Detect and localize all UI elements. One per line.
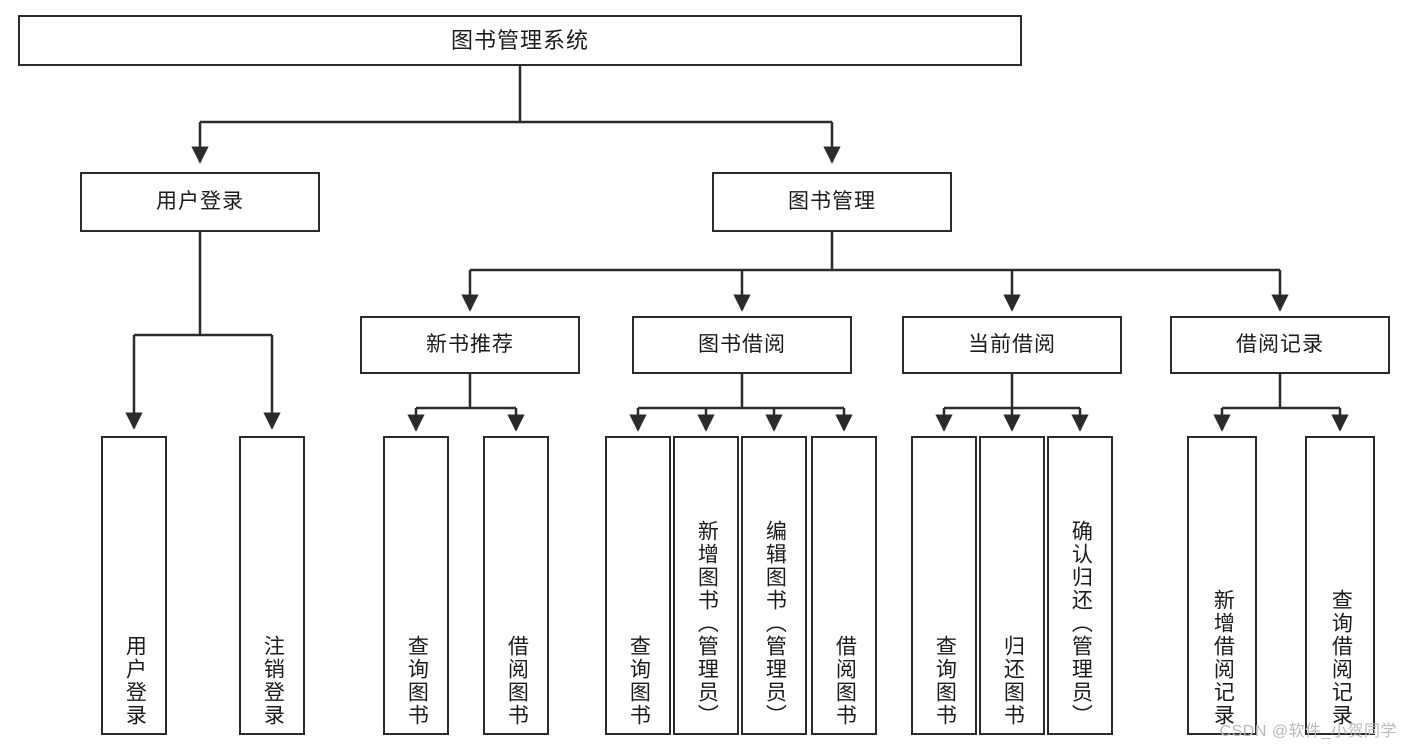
node-label: 借阅图书 <box>505 635 529 727</box>
node-label: 新增借阅记录 <box>1211 589 1235 727</box>
node-root-system[interactable]: 图书管理系统 <box>18 15 1022 66</box>
leaf-borrow-edit-book-admin[interactable]: 编辑图书（管理员） <box>741 436 807 735</box>
leaf-current-query-book[interactable]: 查询图书 <box>911 436 977 735</box>
node-book-management[interactable]: 图书管理 <box>712 172 952 232</box>
node-label: 新增图书（管理员） <box>695 520 719 727</box>
leaf-user-login-login[interactable]: 用户登录 <box>101 436 167 735</box>
node-label: 查询图书 <box>933 635 957 727</box>
node-label: 图书管理 <box>788 189 876 213</box>
leaf-borrow-borrow-book[interactable]: 借阅图书 <box>811 436 877 735</box>
node-label: 注销登录 <box>261 635 285 727</box>
node-label: 查询借阅记录 <box>1329 589 1353 727</box>
node-new-book-recommend[interactable]: 新书推荐 <box>360 316 580 374</box>
node-label: 确认归还（管理员） <box>1069 520 1093 727</box>
csdn-watermark: CSDN @软件_小贺同学 <box>1219 723 1397 740</box>
leaf-user-login-logout[interactable]: 注销登录 <box>239 436 305 735</box>
node-label: 借阅记录 <box>1236 332 1324 356</box>
node-book-borrow[interactable]: 图书借阅 <box>632 316 852 374</box>
node-label: 查询图书 <box>627 635 651 727</box>
node-label: 用户登录 <box>156 189 244 213</box>
leaf-borrow-query-book[interactable]: 查询图书 <box>605 436 671 735</box>
leaf-record-query-record[interactable]: 查询借阅记录 <box>1305 436 1375 735</box>
node-user-login[interactable]: 用户登录 <box>80 172 320 232</box>
node-label: 图书借阅 <box>698 332 786 356</box>
leaf-borrow-add-book-admin[interactable]: 新增图书（管理员） <box>673 436 739 735</box>
node-label: 编辑图书（管理员） <box>763 520 787 727</box>
node-label: 新书推荐 <box>426 332 514 356</box>
node-label: 查询图书 <box>405 635 429 727</box>
node-label: 当前借阅 <box>968 332 1056 356</box>
leaf-recommend-borrow-book[interactable]: 借阅图书 <box>483 436 549 735</box>
node-label: 图书管理系统 <box>450 27 589 53</box>
leaf-record-add-record[interactable]: 新增借阅记录 <box>1187 436 1257 735</box>
node-label: 归还图书 <box>1001 635 1025 727</box>
node-label: 借阅图书 <box>833 635 857 727</box>
node-borrow-record[interactable]: 借阅记录 <box>1170 316 1390 374</box>
node-label: 用户登录 <box>123 635 147 727</box>
leaf-current-confirm-return-admin[interactable]: 确认归还（管理员） <box>1047 436 1113 735</box>
node-current-borrow[interactable]: 当前借阅 <box>902 316 1122 374</box>
leaf-recommend-query-book[interactable]: 查询图书 <box>383 436 449 735</box>
leaf-current-return-book[interactable]: 归还图书 <box>979 436 1045 735</box>
